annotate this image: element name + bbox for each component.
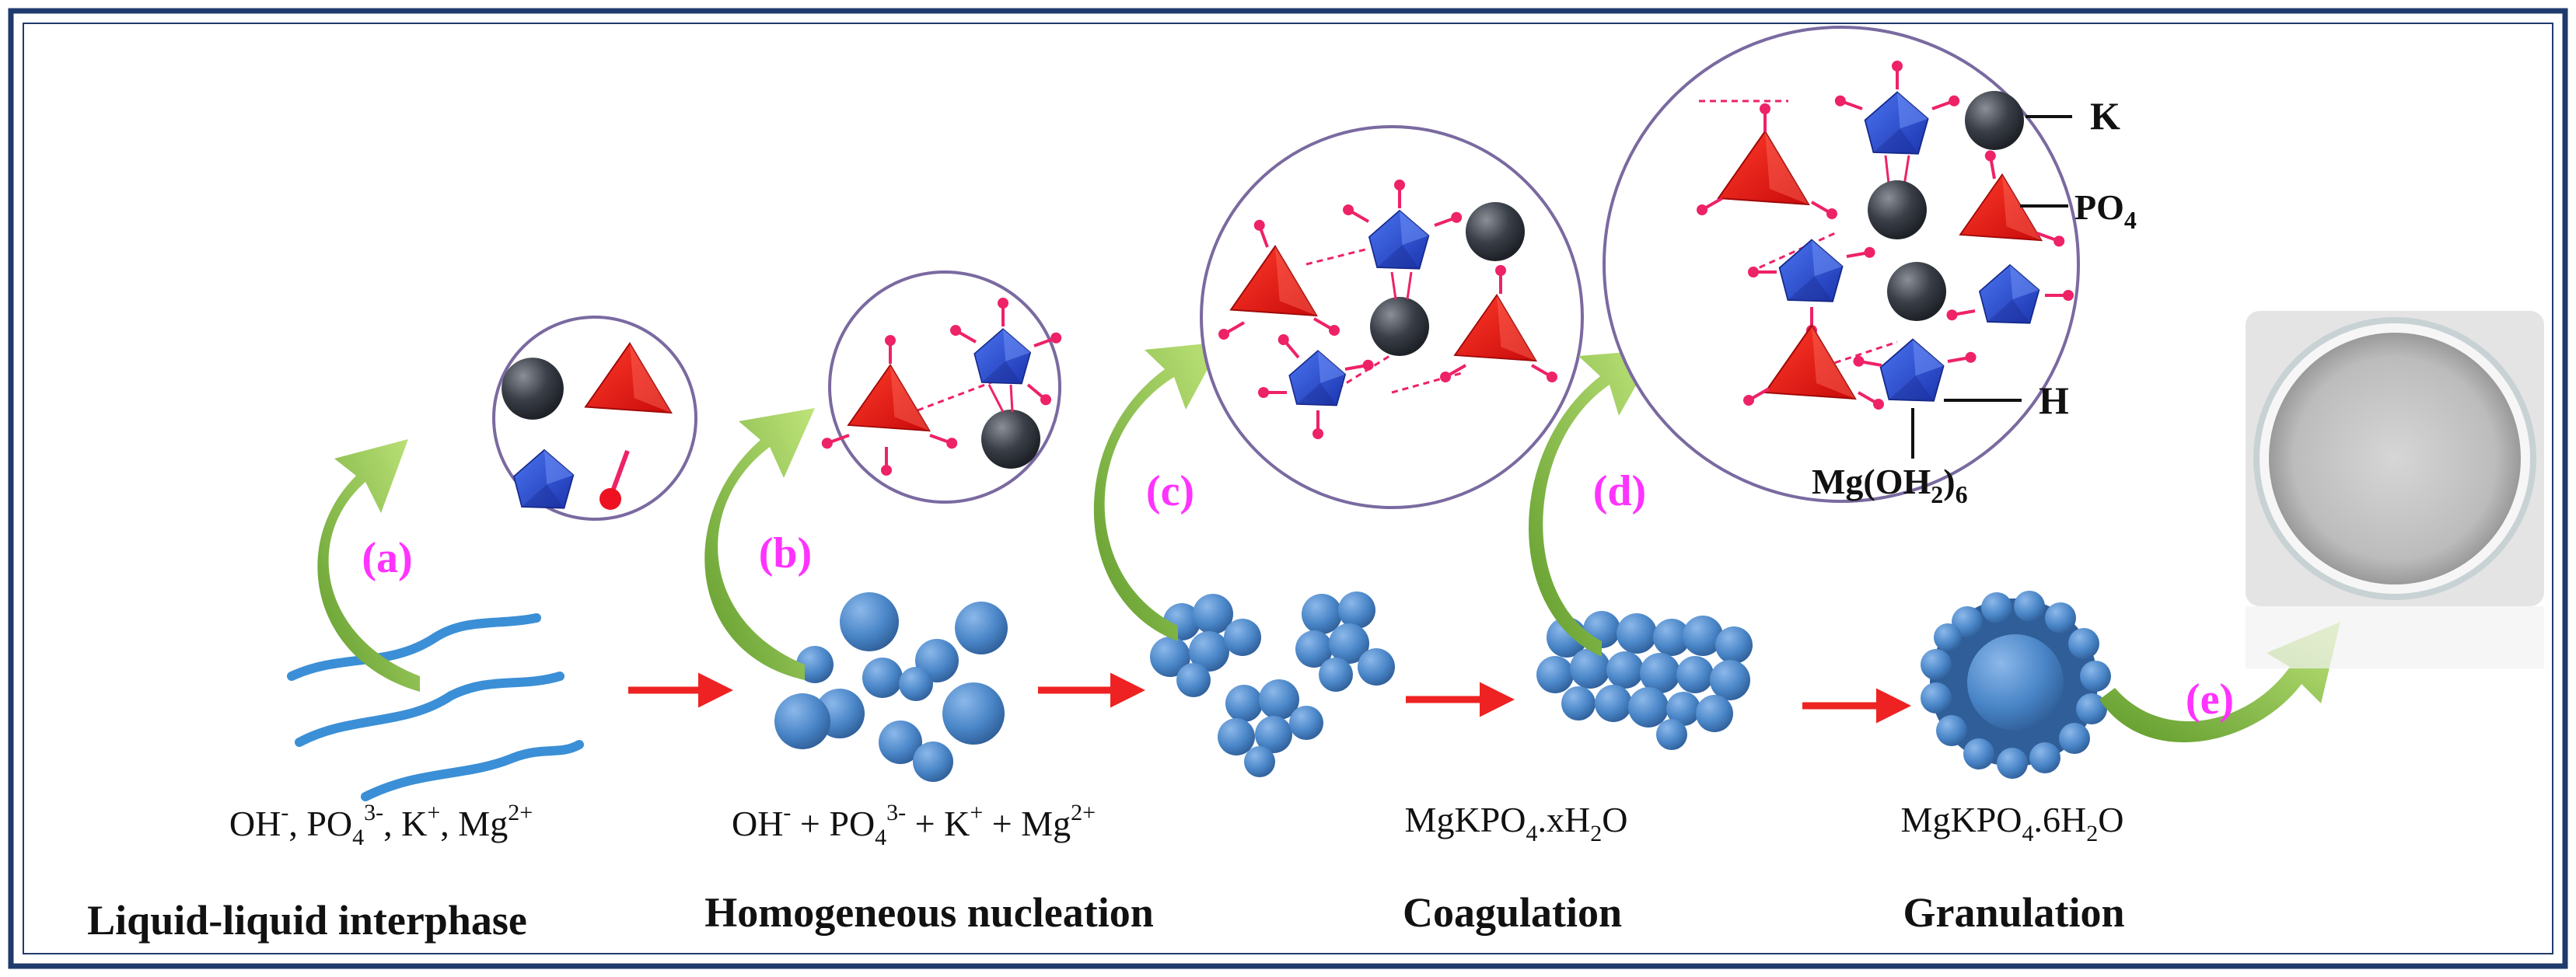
formula-stage-2: OH- + PO43- + K+ + Mg2+ [732,800,1096,850]
coagulation-cluster [1215,178,1561,441]
step-label-e: (e) [2186,675,2234,724]
nuclei-particles [774,592,1008,782]
formula-stage-1: OH-, PO43-, K+, Mg2+ [229,800,533,850]
step-label-b: (b) [759,529,812,577]
flow-arrows [628,672,1911,724]
step-label-c: (c) [1146,467,1194,515]
legend-h: H [2039,379,2069,422]
step-label-a: (a) [362,534,412,582]
stage-label-1: Liquid-liquid interphase [87,897,527,944]
stage-label-4: Granulation [1903,889,2124,936]
curved-arrow-a [317,439,420,692]
step-label-d: (d) [1593,467,1646,515]
zoom-circle-d [1603,26,2080,503]
curved-arrow-c [1093,342,1222,641]
granule [1921,591,2111,779]
zoom-circle-b [828,270,1061,504]
diagram-frame-inner [23,23,2553,954]
structure-cluster [1693,59,2075,413]
product-photo [2246,311,2544,668]
curved-arrow-b [704,408,815,680]
curved-arrow-d [1528,350,1656,657]
ions-cluster-a [502,342,673,510]
formulas: OH-, PO43-, K+, Mg2+ OH- + PO43- + K+ + … [229,800,2124,850]
coagulated-particles [1150,591,1395,777]
wavy-lines [287,613,584,801]
legend-k: K [2090,94,2120,138]
stage-label-2: Homogeneous nucleation [704,889,1154,936]
stage-label-3: Coagulation [1403,889,1622,936]
stage-labels: Liquid-liquid interphase Homogeneous nuc… [87,889,2124,944]
nucleation-cluster [818,296,1065,477]
aggregate-particles [1536,611,1753,750]
